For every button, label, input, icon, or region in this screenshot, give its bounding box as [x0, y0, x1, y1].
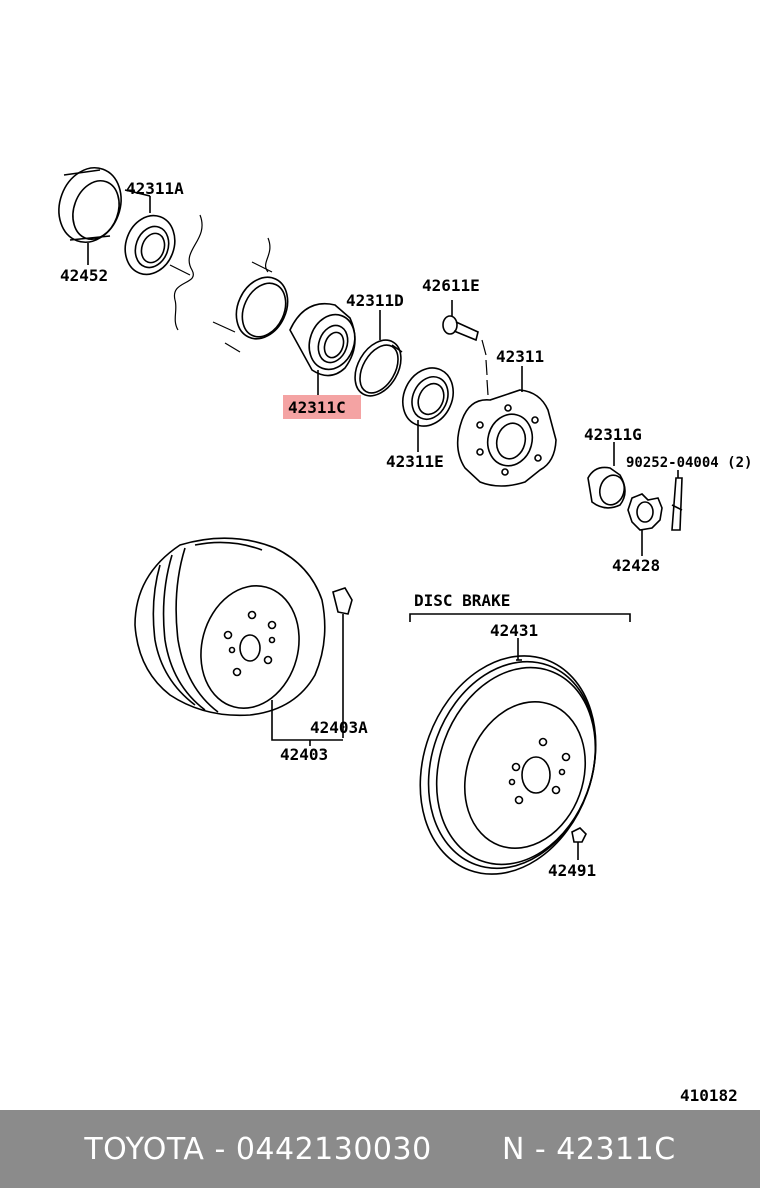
seal-42311e-drawing — [402, 367, 454, 427]
snap-ring-42311d-drawing — [354, 339, 403, 397]
leader-42403 — [271, 700, 343, 741]
highlight-42311c — [283, 395, 361, 419]
label-42491: 42491 — [548, 861, 596, 880]
label-42311g: 42311G — [584, 425, 642, 444]
plug-42403a-drawing — [332, 587, 353, 738]
label-42452: 42452 — [60, 266, 108, 285]
nut-cap-42311g-drawing — [587, 466, 626, 509]
label-42611e: 42611E — [422, 276, 480, 295]
footer-part-info: TOYOTA - 0442130030 N - 42311C — [84, 1131, 676, 1167]
label-42431: 42431 — [490, 621, 538, 640]
label-42403: 42403 — [280, 745, 328, 764]
label-42311: 42311 — [496, 347, 544, 366]
disc-brake-bracket — [409, 613, 631, 622]
cotter-pin-drawing — [671, 477, 683, 531]
parts-diagram: 42311A 42452 42311D 42611E 42311 42311C … — [58, 167, 752, 1105]
bearing-42311a-drawing — [124, 214, 176, 276]
hub-bolt-42611e-drawing — [442, 315, 489, 396]
diagram-reference: 410182 — [680, 1086, 738, 1105]
screw-42491-drawing — [571, 827, 587, 860]
footer-bar: TOYOTA - 0442130030 N - 42311C — [0, 1110, 760, 1188]
shaft-break-lines — [169, 214, 273, 353]
brake-drum-42403-drawing — [134, 537, 326, 717]
hub-42311-drawing — [456, 389, 557, 487]
label-42311e: 42311E — [386, 452, 444, 471]
nut-lock-42428-drawing — [627, 493, 663, 531]
label-42311d: 42311D — [346, 291, 404, 310]
label-42403a: 42403A — [310, 718, 368, 737]
label-42311c: 42311C — [288, 398, 346, 417]
label-90252-04004: 90252-04004 (2) — [626, 455, 752, 471]
disc-rotor-42431-drawing — [419, 655, 597, 875]
label-42311a: 42311A — [126, 179, 184, 198]
label-disc-brake: DISC BRAKE — [414, 591, 510, 610]
leader-lines — [87, 189, 679, 660]
label-42428: 42428 — [612, 556, 660, 575]
bearing-42311c-drawing — [289, 303, 356, 377]
ring-large-drawing — [235, 276, 289, 340]
seal-42452-drawing — [58, 167, 122, 243]
